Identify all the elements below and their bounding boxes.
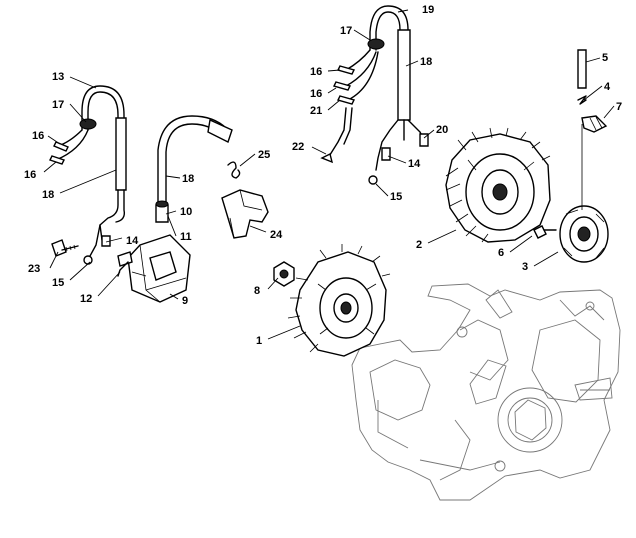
label-19: 19 [422, 4, 434, 16]
label-8: 8 [254, 285, 260, 297]
crankcase [351, 283, 621, 501]
label-5: 5 [602, 52, 608, 64]
label-16-c: 16 [310, 66, 322, 78]
label-1: 1 [256, 335, 262, 347]
label-7: 7 [616, 101, 622, 113]
nut [273, 261, 295, 287]
label-20: 20 [436, 124, 448, 136]
label-4: 4 [604, 81, 611, 93]
label-18-mid: 18 [182, 173, 194, 185]
label-21: 21 [310, 105, 322, 117]
label-3: 3 [522, 261, 528, 273]
label-14-right: 14 [408, 158, 421, 170]
label-17-left: 17 [52, 99, 64, 111]
label-17-right: 17 [340, 25, 352, 37]
label-16-b: 16 [24, 169, 36, 181]
leader-lines [43, 9, 615, 340]
label-24: 24 [270, 229, 283, 241]
label-16-a: 16 [32, 130, 44, 142]
pawl-carrier [559, 49, 609, 263]
label-15-left: 15 [52, 277, 64, 289]
ignition-module [117, 115, 233, 303]
label-11: 11 [180, 231, 192, 243]
label-2: 2 [416, 239, 422, 251]
label-25: 25 [258, 149, 270, 161]
label-9: 9 [182, 295, 188, 307]
flywheel-lower [287, 244, 391, 357]
screw [51, 239, 79, 257]
right-harness [320, 5, 429, 185]
label-18-left: 18 [42, 189, 54, 201]
label-6: 6 [498, 247, 504, 259]
label-13: 13 [52, 71, 64, 83]
left-harness [49, 85, 127, 265]
label-14-left: 14 [126, 235, 139, 247]
screw-small [533, 225, 557, 239]
callout-labels: 13 17 16 16 18 14 23 15 12 9 18 10 11 25… [24, 4, 622, 347]
label-15-right: 15 [390, 191, 402, 203]
spark-plug-boot [221, 161, 269, 239]
label-18-right: 18 [420, 56, 432, 68]
label-16-d: 16 [310, 88, 322, 100]
label-10: 10 [180, 206, 192, 218]
label-22: 22 [292, 141, 304, 153]
label-12: 12 [80, 293, 92, 305]
flywheel-upper [445, 127, 551, 243]
label-23: 23 [28, 263, 40, 275]
